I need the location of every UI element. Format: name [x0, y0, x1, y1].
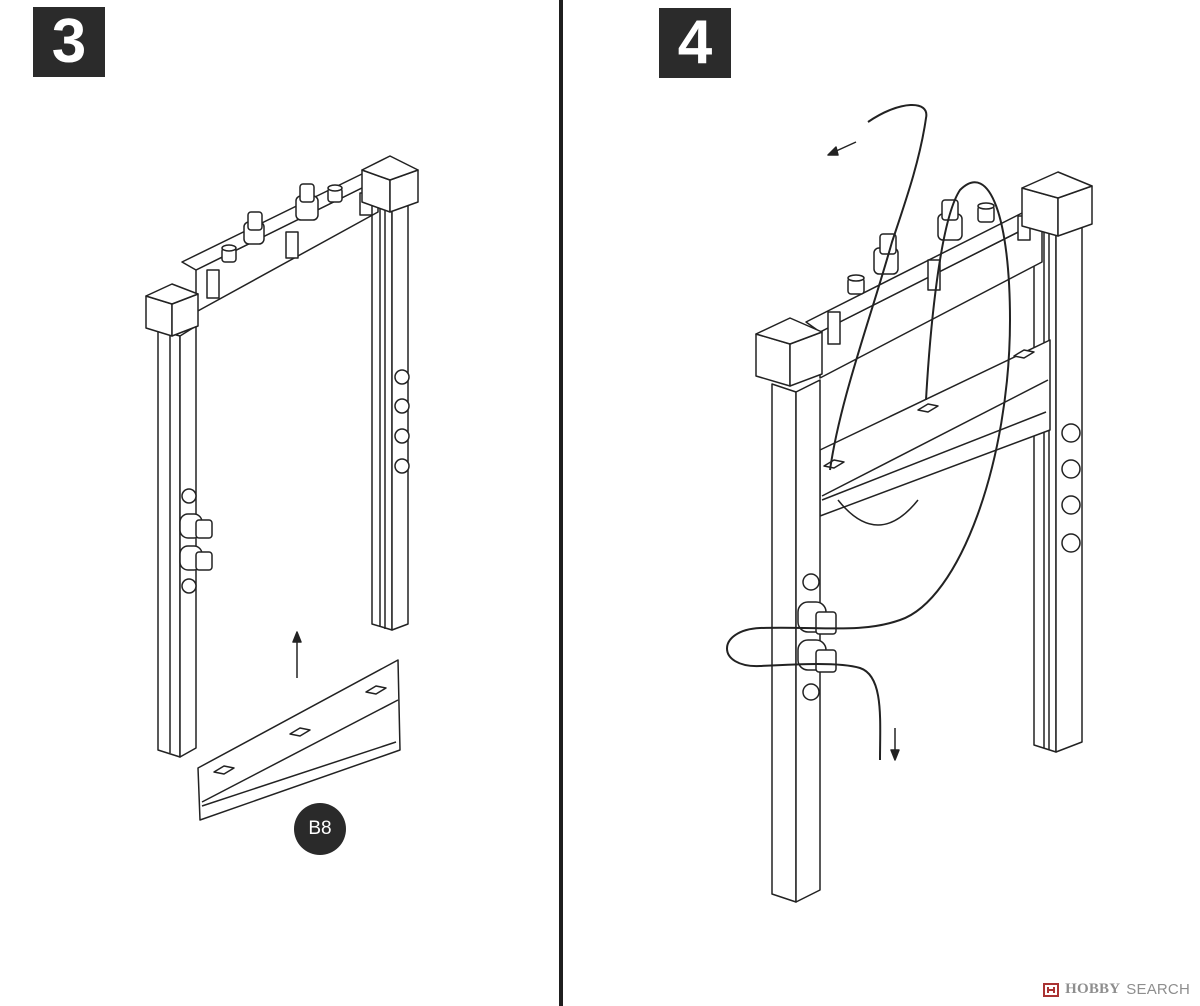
- arrow-up-icon: [292, 631, 302, 678]
- watermark-brand: HOBBY: [1065, 981, 1121, 997]
- left-post-cap: [145, 283, 199, 337]
- right-post-cap-4: [1021, 171, 1093, 237]
- arrow-left-icon: [827, 141, 857, 156]
- step-3-number: 3: [33, 7, 105, 77]
- right-post-cap: [361, 155, 419, 213]
- right-post-pegs: [394, 369, 410, 474]
- left-post-cleats-4: [797, 573, 837, 701]
- watermark-site: SEARCH: [1126, 981, 1190, 998]
- hobbysearch-logo-icon: [1043, 982, 1060, 997]
- rope: [726, 104, 1011, 761]
- top-crossbeam-4: [805, 209, 1043, 379]
- left-post-cap-4: [755, 317, 823, 387]
- part-callout-b8: B8: [294, 803, 346, 855]
- beam-fittings-4: [847, 199, 995, 295]
- right-post-pegs-4: [1061, 423, 1081, 553]
- watermark: HOBBY SEARCH: [1043, 981, 1190, 998]
- beam-fittings: [221, 183, 343, 263]
- left-post-4: [771, 379, 821, 903]
- right-post-4: [1033, 221, 1083, 753]
- top-crossbeam: [181, 171, 379, 313]
- step-4-number: 4: [659, 8, 731, 78]
- left-post-cleats: [179, 488, 213, 594]
- left-post: [157, 325, 197, 758]
- blade-part: [197, 659, 401, 821]
- step-3-illustration: [145, 155, 419, 821]
- arrow-down-icon: [890, 728, 900, 761]
- right-post: [371, 197, 409, 631]
- panel-divider: [559, 0, 563, 1006]
- installed-blade: [819, 339, 1051, 526]
